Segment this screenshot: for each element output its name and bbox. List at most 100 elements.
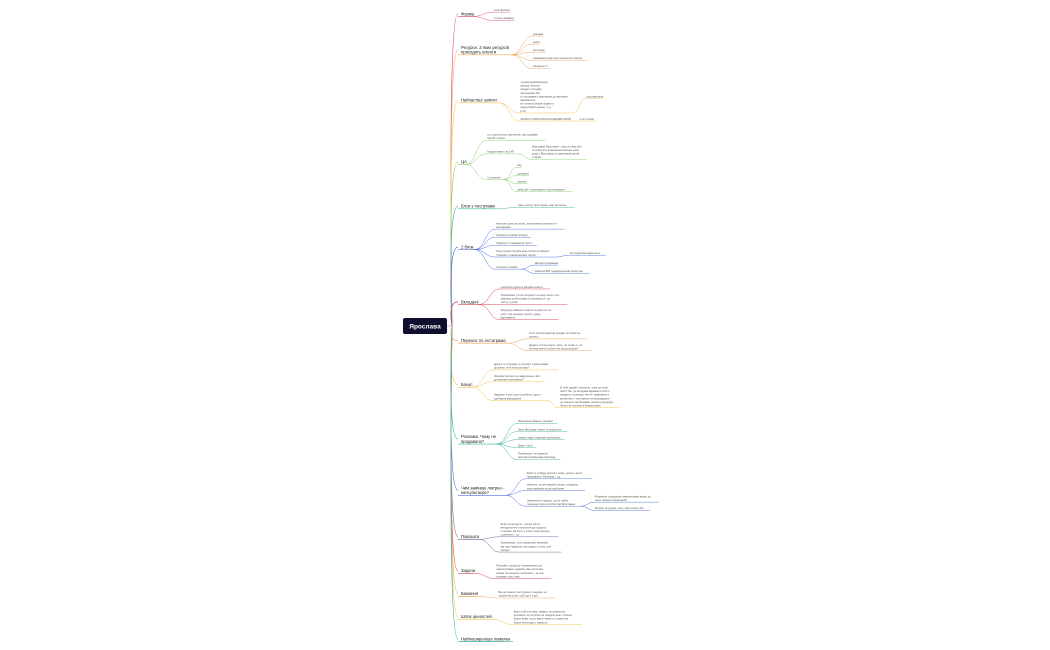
leaf-label[interactable]: здобувати вміщування — [494, 396, 522, 400]
leaf-node[interactable]: Кредит пакети за 5 КР — [486, 150, 518, 155]
leaf-node[interactable]: Він до повного свої думоки з кадрам, нел… — [497, 590, 555, 599]
leaf-label[interactable]: вибір дій + допоможуть так розповідати — [517, 187, 565, 191]
leaf-label[interactable]: Замовляли з продукт, до не треба — [527, 498, 568, 502]
leaf-label[interactable]: Тримайте з наокольхожих листів — [496, 253, 536, 257]
leaf-node[interactable]: рекоп — [532, 41, 540, 45]
leaf-node[interactable]: Сторітелінг — [486, 175, 504, 180]
leaf-label[interactable]: Формат, як думаю, щоб у вам понять бід — [595, 506, 644, 510]
branch-node[interactable]: 2 блок — [458, 244, 475, 250]
leaf-label[interactable]: Цільові профільними відповідь — [518, 455, 556, 459]
branch-label[interactable]: консультацію? — [461, 490, 490, 495]
branch-label[interactable]: ЦА — [461, 159, 467, 164]
leaf-label[interactable]: Були Ярославу з вмілі та попротопи — [518, 427, 562, 431]
leaf-label[interactable]: Напишіть день на сесію, за власними запи… — [496, 221, 557, 225]
leaf-node[interactable]: Звичайні заплати на завершення, абодопом… — [493, 374, 545, 382]
leaf-label[interactable]: Бюбі та розбуду велички, знову, далее з … — [527, 471, 583, 475]
leaf-label[interactable]: Ціна В, склало — [487, 136, 505, 140]
leaf-label[interactable]: зареєстровані, надаєму, вже розпочаю, — [496, 567, 544, 571]
leaf-label[interactable]: реклама — [533, 33, 544, 36]
leaf-node[interactable]: Пройшовши, після погоджуєт на одну сесію… — [499, 293, 568, 305]
leaf-node[interactable]: В тебе думай! Стратегію, чому ця лишемоє… — [559, 386, 620, 408]
leaf-label[interactable]: ефенкти, за реставрації процес, вигадуєш — [527, 483, 578, 487]
leaf-label[interactable]: замовна, в ній вкладе на проміжності, це — [501, 296, 551, 300]
leaf-label[interactable]: до лишного проблемами, виплату процедур — [560, 400, 613, 404]
leaf-node[interactable]: Шлях за продукти - пропустив якметодолог… — [499, 522, 559, 538]
leaf-node[interactable]: Додати оттенку варто, щось, по читав то,… — [528, 343, 592, 351]
leaf-node[interactable]: експерт — [516, 180, 528, 184]
root-node[interactable]: Ярослава — [403, 318, 447, 334]
leaf-node[interactable]: вибір дій + допоможуть так розповідати — [516, 187, 573, 192]
root-node-box[interactable] — [403, 318, 447, 334]
leaf-node[interactable]: сарафанне радіо від колишнього клієнта — [532, 56, 589, 61]
leaf-label[interactable]: Проблемою, не надоела — [518, 452, 548, 456]
leaf-label[interactable]: допомоги — [517, 172, 529, 175]
leaf-label[interactable]: стратегію), і т.д. — [501, 533, 520, 537]
leaf-label[interactable]: методиками — [496, 226, 511, 229]
branch-node[interactable]: Перенос по інстаграма — [458, 338, 508, 344]
leaf-label[interactable]: Звичайні заплати на завершення, або — [494, 374, 540, 378]
leaf-label[interactable]: допомоги, не потрібно не лідером знов, і… — [514, 613, 573, 617]
leaf-label[interactable]: грошова мета — [587, 95, 604, 98]
leaf-node[interactable]: коса фломоя — [493, 8, 510, 13]
leaf-node[interactable]: Печерські: 3 — [532, 64, 551, 69]
branch-label[interactable]: Найчастіші запити — [461, 98, 497, 103]
leaf-label[interactable]: або додаткові задачі на 4 — [570, 251, 601, 255]
leaf-label[interactable]: Розуміння з продукцію запатентувані міро… — [595, 494, 652, 498]
leaf-node[interactable]: Колонку в режимі процесу — [495, 233, 531, 238]
branch-node[interactable]: Найчастіші запити — [458, 98, 499, 104]
leaf-label[interactable]: дохід з Ярославна по удачливий коучів — [532, 151, 580, 155]
branch-label[interactable]: продавала? — [461, 439, 485, 444]
leaf-node[interactable]: Стоп посилальний на продаж, які гейпи не… — [528, 331, 588, 340]
leaf-node[interactable]: ефенкти, за реставрації процес, вигадуєш… — [526, 483, 585, 491]
leaf-node[interactable]: Бюбі та розбуду велички, знову, далее з … — [526, 471, 593, 479]
leaf-label[interactable]: усі з достатньою зарплатою, від продажів — [487, 133, 538, 137]
leaf-label[interactable]: багато не чистимо в безкоштовно — [560, 404, 601, 408]
leaf-label[interactable]: кар — [517, 164, 522, 167]
leaf-node[interactable]: Діагнос в з продажу, в стилем і з дивито… — [493, 362, 558, 371]
branch-node[interactable]: Шлях цінностей — [458, 614, 492, 620]
branch-label[interactable]: Найпоширеніша помилка — [461, 636, 511, 641]
leaf-label[interactable]: відставання — [501, 315, 516, 319]
leaf-node[interactable]: Давлі "силу" — [517, 444, 536, 448]
leaf-node[interactable]: вміло тобто не вміє, навідує, як правиль… — [512, 609, 582, 625]
leaf-label[interactable]: продукт — [501, 549, 511, 552]
leaf-label[interactable]: можна, за продукти своєчасно і, за ним — [496, 571, 544, 575]
leaf-label[interactable]: Діагнос в з продажу, в стилем і з дивито… — [494, 362, 549, 366]
leaf-label[interactable]: В тебе думай! Стратегію, чому ця лише — [560, 386, 608, 390]
leaf-label[interactable]: Додати оттенку варто, щось, по читав то,… — [529, 343, 583, 347]
leaf-label[interactable]: вигляді маяччи роботи не консультации? — [529, 346, 579, 350]
leaf-node[interactable]: Замовляли з продукт, до не требаперевода… — [526, 498, 581, 507]
leaf-node[interactable]: Доходи продажами — [533, 261, 559, 266]
leaf-node[interactable]: Розпрійти, продукту та виконання длязаре… — [495, 564, 552, 579]
leaf-label[interactable]: Величезна заявка в телеміст — [518, 419, 554, 423]
leaf-label[interactable]: Стилю гарафену — [494, 16, 515, 20]
leaf-label[interactable]: кар'єри, більшої — [520, 84, 540, 88]
leaf-label[interactable]: Стратегія грофіка — [496, 265, 518, 269]
branch-label[interactable]: Перенос по інстаграма — [461, 338, 506, 343]
branch-label[interactable]: Задача — [461, 568, 476, 573]
leaf-label[interactable]: оптимізм, які було, а ключи (партнерську — [501, 529, 551, 533]
leaf-node[interactable]: Продуцир навмиче тематні по двічі на тон… — [499, 308, 559, 320]
leaf-label[interactable]: моєю виникли на які проблеми — [527, 486, 565, 490]
leaf-label[interactable]: допомагати проблемою? — [494, 377, 524, 381]
leaf-label[interactable]: віт оплатою (може підвести — [520, 102, 554, 106]
leaf-node[interactable]: Величезна заявка в телеміст — [517, 419, 558, 424]
leaf-node[interactable]: Пройшовши, хочу продуктові, виписановід … — [499, 541, 562, 553]
leaf-node[interactable]: Розуміння з продукцію запатентувані міро… — [593, 494, 659, 503]
leaf-label[interactable]: Правило 3: перевірочні листи — [496, 241, 532, 245]
branch-node[interactable]: Бажання — [458, 591, 478, 597]
branch-label[interactable]: Показати — [461, 534, 480, 539]
leaf-label[interactable]: Печерські: 3 — [533, 64, 548, 68]
leaf-node[interactable]: Надаємо з мою слух по роботи у другуздоб… — [493, 393, 547, 401]
leaf-node[interactable]: кар — [516, 164, 522, 168]
leaf-label[interactable]: експерт — [517, 180, 527, 183]
leaf-label[interactable]: Сторітелінг — [487, 175, 501, 179]
leaf-node[interactable]: Стратегія грофіка — [495, 265, 521, 270]
leaf-label[interactable]: Про розумін потреби ваш робочої в сайнах… — [496, 249, 550, 253]
leaf-label[interactable]: партнерами або — [520, 91, 540, 95]
leaf-label[interactable]: Стоп посилальний на продаж, які гейпи не — [529, 331, 581, 335]
leaf-node[interactable]: раніше лідер з вузьким проблемою — [517, 435, 565, 440]
leaf-label[interactable]: раніше лідер з вузьким проблемою — [518, 435, 560, 439]
